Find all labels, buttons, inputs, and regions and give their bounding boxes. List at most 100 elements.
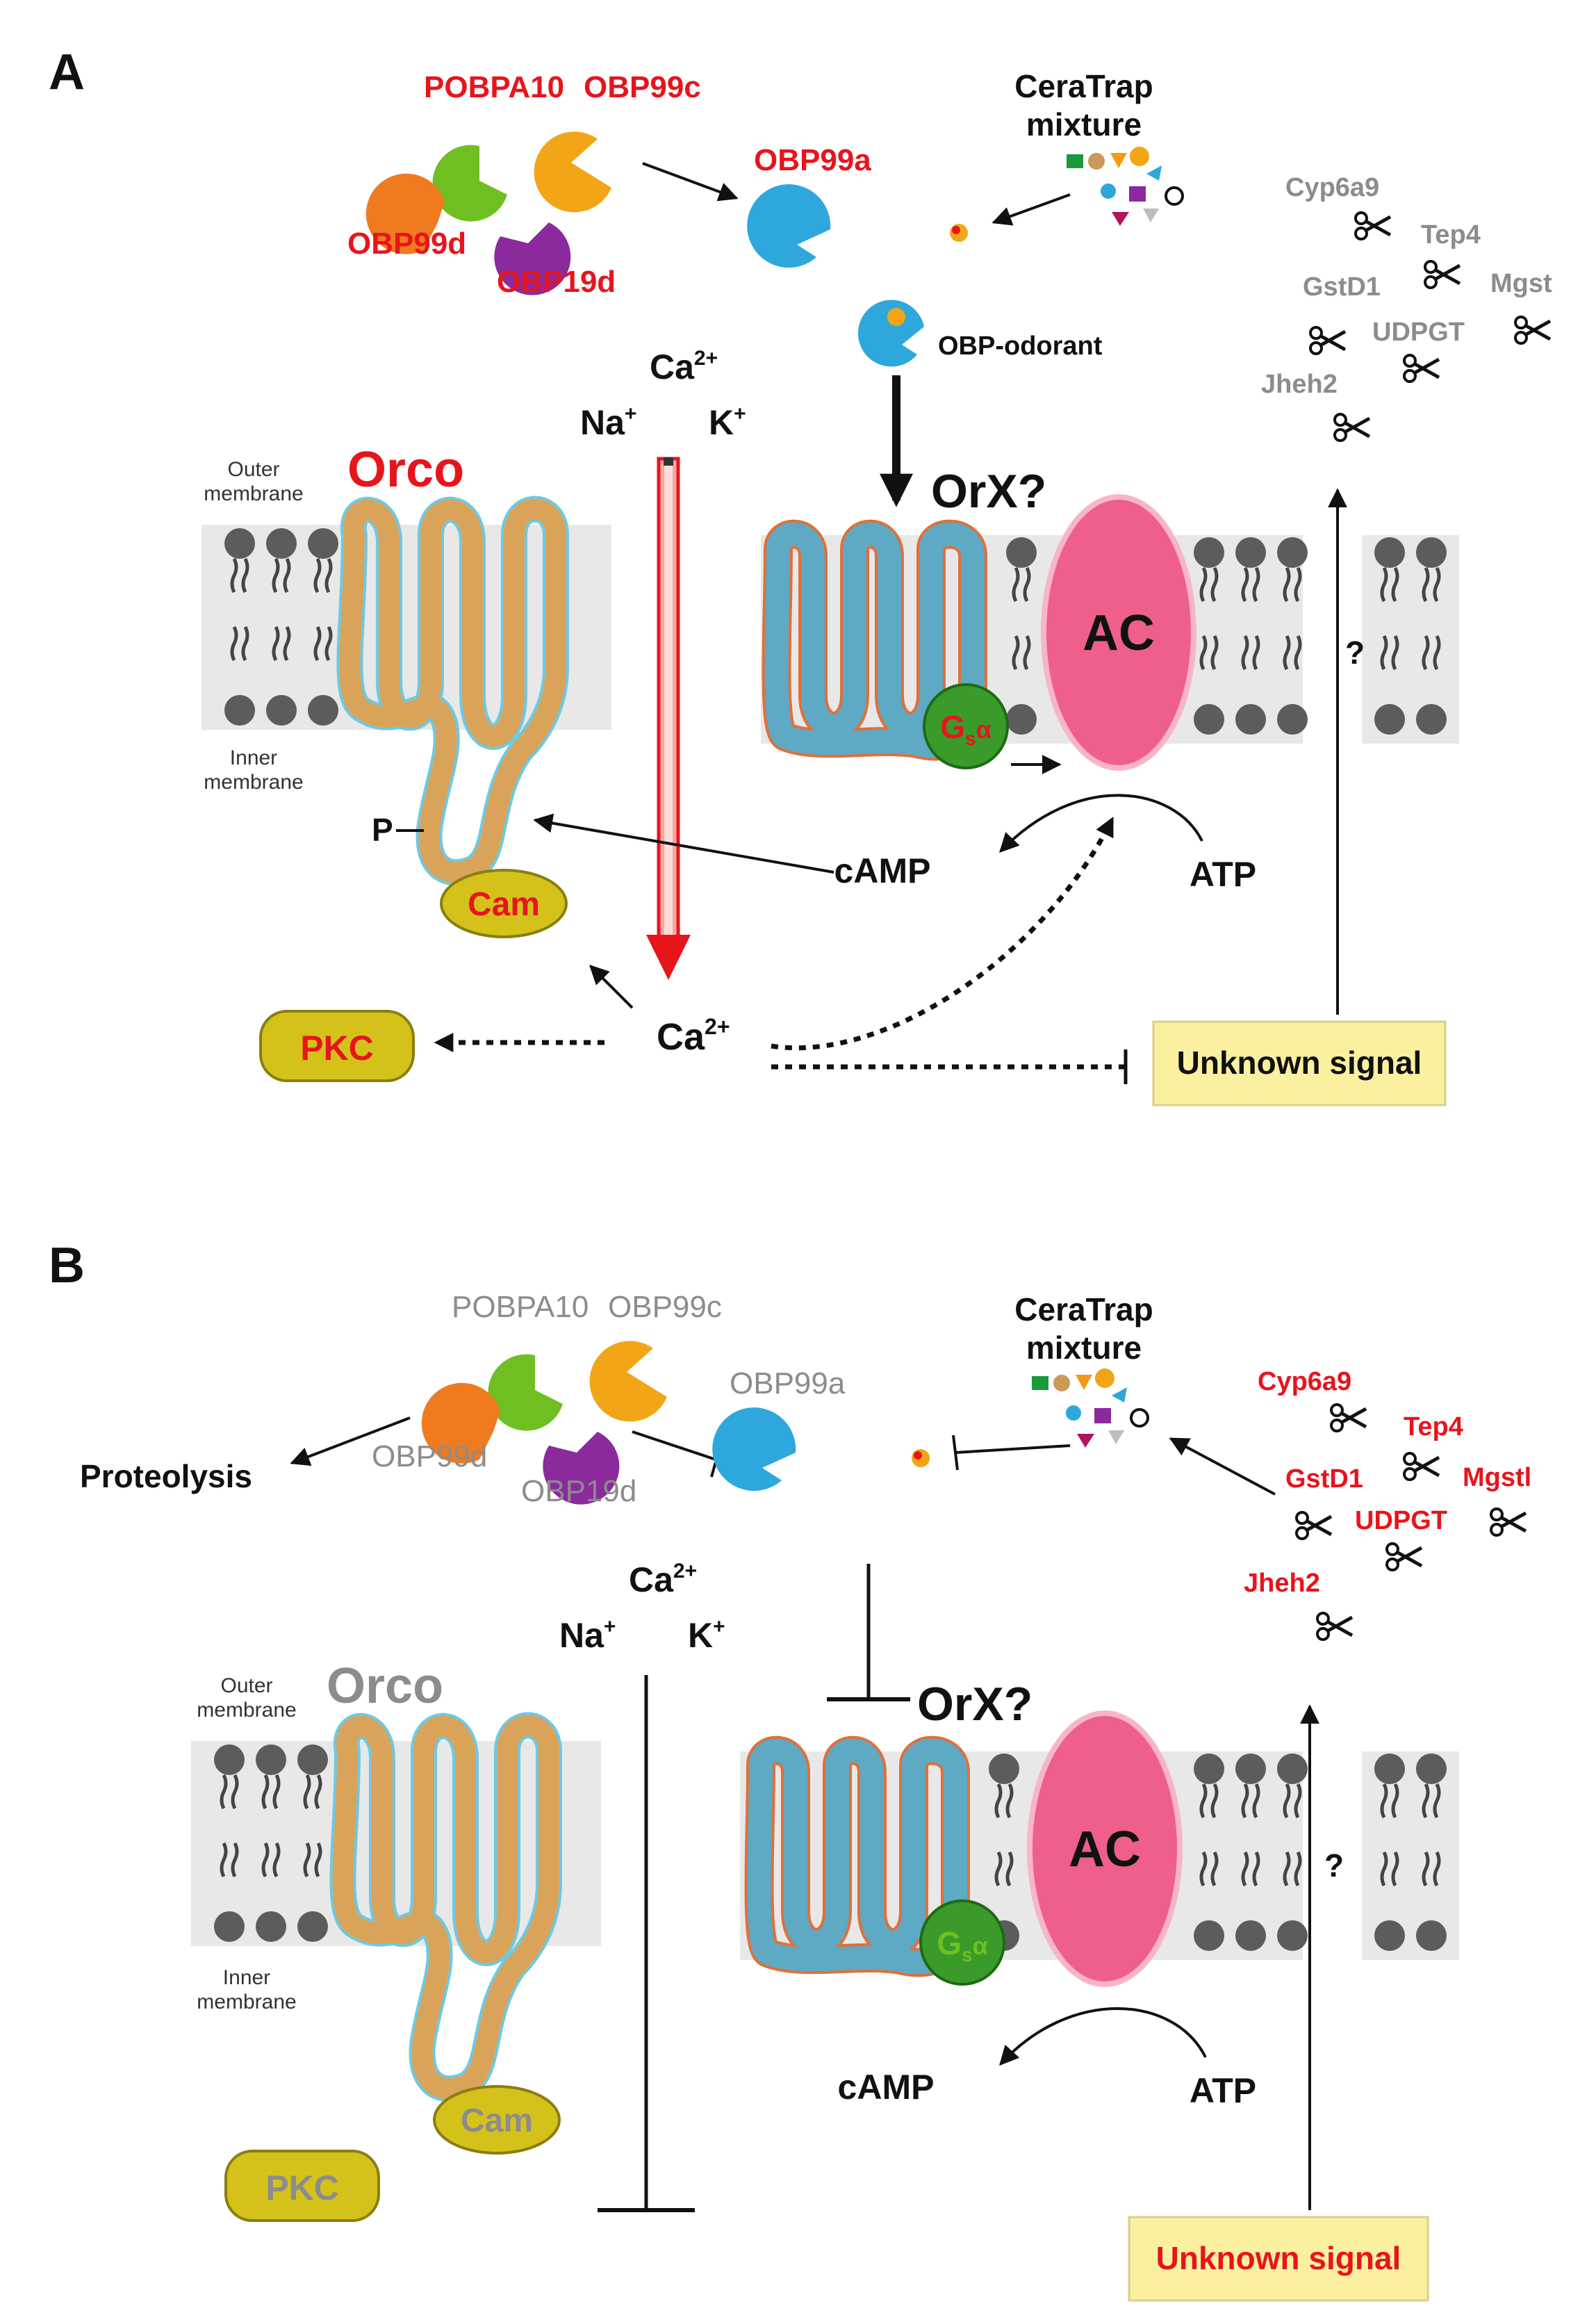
- ceratrap-molecules-a: [1067, 147, 1184, 226]
- obp-obp99c-label-b: OBP99c: [608, 1290, 722, 1324]
- ceratrap-label-b-line1: CeraTrap: [1014, 1291, 1153, 1327]
- arrow-obps-to-proteolysis: [290, 1416, 411, 1466]
- phospho-p-label: P: [372, 812, 393, 848]
- obp99a-shape: [747, 184, 831, 268]
- panel-a-letter: A: [49, 44, 85, 100]
- scissors-icon: [1335, 414, 1369, 441]
- obp99a-shape-b: [712, 1407, 796, 1491]
- gsa-shape-a: [923, 683, 1009, 769]
- gsa-label-a: Gsα: [940, 709, 992, 749]
- ca-bottom-label-a: Ca2+: [657, 1014, 730, 1058]
- gene-jheh2-b: Jheh2: [1244, 1569, 1320, 1598]
- inner-membrane-label-2-a: membrane: [204, 771, 303, 794]
- outer-membrane-label-1-a: Outer: [227, 458, 279, 481]
- obp99a-label: OBP99a: [754, 143, 871, 177]
- genes-a: Cyp6a9 Tep4 GstD1 Mgst UDPGT Jheh2: [1261, 173, 1552, 441]
- obp-obp99d-label-b: OBP99d: [372, 1439, 487, 1473]
- gene-tep4-b: Tep4: [1404, 1412, 1463, 1441]
- unknown-signal-label-b: Unknown signal: [1156, 2240, 1401, 2276]
- orco-label-b: Orco: [327, 1658, 443, 1714]
- ion-k-label-a: K+: [709, 402, 746, 442]
- pkc-label-b: PKC: [265, 2168, 339, 2207]
- outer-membrane-label-1-b: Outer: [220, 1674, 272, 1697]
- cam-label-a: Cam: [468, 886, 540, 923]
- arrow-obps-to-obp99a: [642, 162, 739, 202]
- scissors-icon: [1310, 327, 1345, 354]
- inhibit-ceratrap-to-odorant: [955, 1444, 1071, 1454]
- pkc-shape-b: [224, 2150, 380, 2222]
- panel-b: B POBPA10 OBP99c OBP99d OBP19d Proteolys…: [49, 1238, 1531, 2302]
- gene-udpgt-b: UDPGT: [1355, 1506, 1447, 1535]
- scissors-icon: [1387, 1544, 1422, 1570]
- gene-jheh2-a: Jheh2: [1261, 370, 1338, 399]
- obp-pobpa10-shape: [432, 145, 507, 222]
- inner-membrane-label-1-a: Inner: [230, 746, 277, 769]
- scissors-icon: [1425, 261, 1460, 288]
- ceratrap-label-line1: CeraTrap: [1014, 68, 1153, 104]
- ac-shape-a: [1041, 494, 1196, 771]
- ion-influx-arrow: [646, 457, 691, 980]
- outer-membrane-label-2-a: membrane: [204, 482, 303, 505]
- proteolysis-label: Proteolysis: [80, 1458, 252, 1494]
- obp-obp99d-label: OBP99d: [347, 227, 466, 261]
- ion-k-label-b: K+: [688, 1615, 725, 1655]
- gene-gstd1-b: GstD1: [1285, 1464, 1363, 1494]
- genes-b: Cyp6a9 Tep4 GstD1 Mgstl UDPGT Jheh2: [1244, 1367, 1531, 1640]
- unknown-signal-label-a: Unknown signal: [1177, 1045, 1422, 1081]
- unknown-signal-box-a: [1152, 1020, 1447, 1106]
- obp-cluster-b: POBPA10 OBP99c OBP99d OBP19d: [372, 1290, 722, 1508]
- cam-label-b: Cam: [461, 2102, 533, 2139]
- obp-pobpa10-label-b: POBPA10: [452, 1290, 589, 1324]
- scissors-icon: [1356, 213, 1390, 239]
- pkc-label-a: PKC: [300, 1029, 374, 1068]
- unknown-signal-box-b: [1128, 2216, 1429, 2302]
- inhibit-obps-to-obp99a: [632, 1430, 716, 1461]
- ceratrap-label-b-line2: mixture: [1026, 1330, 1142, 1366]
- arrow-atp-to-camp-a: [999, 794, 1203, 853]
- arrow-ceratrap-to-odorant: [992, 193, 1071, 226]
- gsa-label-b: Gsα: [937, 1925, 988, 1965]
- gene-cyp6a9-a: Cyp6a9: [1285, 173, 1379, 202]
- cam-shape-a: [440, 869, 568, 938]
- ac-label-a: AC: [1083, 605, 1155, 661]
- gsa-shape-b: [919, 1899, 1005, 1986]
- scissors-icon: [1404, 355, 1439, 382]
- scissors-icon: [1297, 1512, 1331, 1539]
- gene-mgstl-b: Mgstl: [1463, 1463, 1531, 1492]
- gene-gstd1-a: GstD1: [1303, 272, 1381, 302]
- scissors-icon: [1491, 1509, 1526, 1535]
- cam-shape-b: [433, 2085, 561, 2155]
- ac-shape-b: [1027, 1710, 1183, 1987]
- inner-membrane-label-2-b: membrane: [197, 1991, 296, 2013]
- ion-na-label-a: Na+: [580, 402, 636, 442]
- obp-obp19d-shape: [494, 222, 571, 295]
- obp-pobpa10-label: POBPA10: [424, 70, 564, 104]
- panel-a: A POBPA10 OBP99c OBP99d OBP19d OBP99a Ce…: [49, 44, 1552, 1106]
- obp-odorant-label: OBP-odorant: [938, 332, 1103, 361]
- camp-label-b: cAMP: [838, 2068, 935, 2107]
- ion-ca-label-b: Ca2+: [629, 1560, 697, 1599]
- orx-label-b: OrX?: [917, 1678, 1033, 1731]
- scissors-icon: [1404, 1453, 1439, 1480]
- outer-membrane-label-2-b: membrane: [197, 1699, 296, 1722]
- gene-cyp6a9-b: Cyp6a9: [1258, 1367, 1351, 1396]
- arrow-ca-to-ac: [771, 816, 1114, 1051]
- question-label-b: ?: [1324, 1847, 1344, 1883]
- gene-udpgt-a: UDPGT: [1372, 318, 1465, 347]
- scissors-icon: [1331, 1405, 1366, 1431]
- ceratrap-molecules-b: [1032, 1368, 1149, 1448]
- ion-na-label-b: Na+: [559, 1615, 616, 1655]
- obp-obp19d-label-b: OBP19d: [521, 1474, 636, 1508]
- arrow-genes-to-ceratrap: [1169, 1437, 1276, 1496]
- obp-odorant-shape: [857, 300, 924, 367]
- panel-b-letter: B: [49, 1238, 85, 1293]
- atp-label-b: ATP: [1190, 2071, 1256, 2110]
- gene-mgst-a: Mgst: [1490, 269, 1552, 298]
- obp-cluster-a: POBPA10 OBP99c OBP99d OBP19d: [347, 70, 701, 299]
- ceratrap-label-line2: mixture: [1026, 106, 1142, 142]
- inner-membrane-label-1-b: Inner: [223, 1966, 270, 1989]
- arrow-ca-to-cam: [589, 965, 634, 1009]
- obp-obp99c-shape: [534, 131, 611, 213]
- question-label-a: ?: [1345, 635, 1365, 671]
